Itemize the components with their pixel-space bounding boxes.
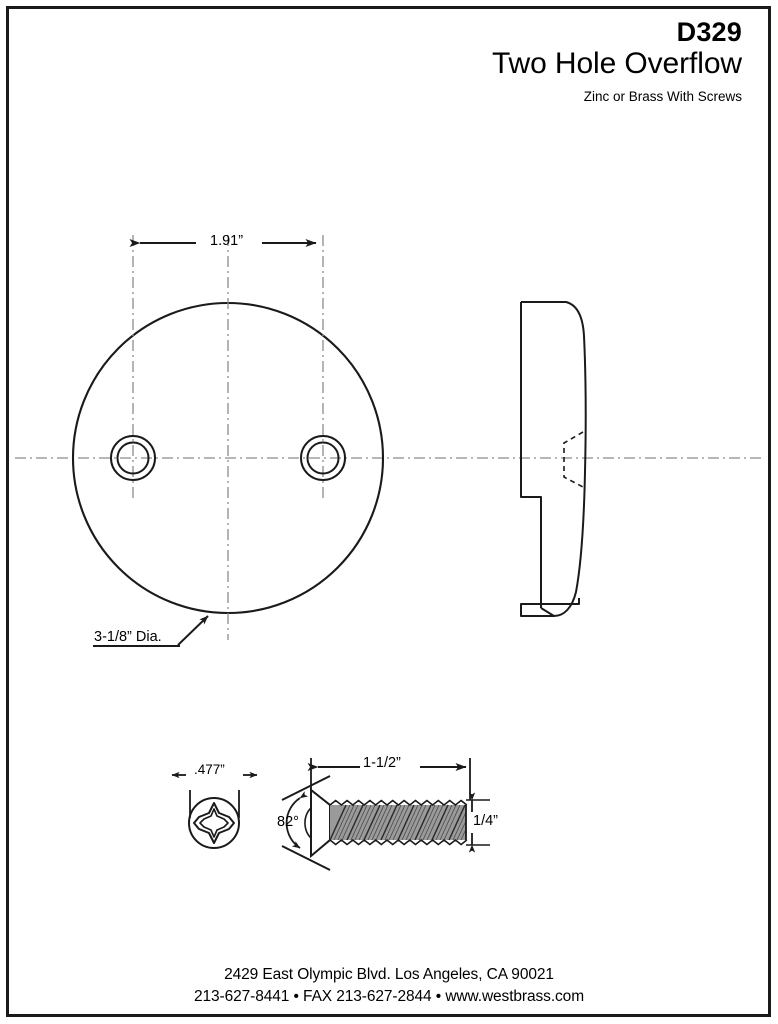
phillips-recess-inner (199, 808, 229, 838)
thread-crest-bottom (329, 838, 468, 846)
footer-block: 2429 East Olympic Blvd. Los Angeles, CA … (0, 964, 778, 1008)
leader-arrow (177, 615, 209, 646)
thread-crest-top (329, 799, 468, 807)
screw-head-angle-label: 82° (277, 814, 299, 830)
screw-head-diameter-label: .477” (194, 762, 225, 777)
right-hole-outer (300, 435, 346, 481)
product-subtitle: Zinc or Brass With Screws (583, 88, 742, 104)
side-profile-tail (540, 607, 555, 617)
right-hole-inner (306, 441, 340, 475)
screw-length-label: 1-1/2” (363, 755, 401, 771)
plate-diameter-leader (93, 615, 209, 647)
phillips-recess-outer (193, 802, 235, 844)
footer-contact: 213-627-8441 • FAX 213-627-2844 • www.we… (193, 988, 585, 1005)
screw-shaft-diameter-label: 1/4” (473, 813, 498, 829)
product-title: Two Hole Overflow (491, 47, 742, 81)
page-border (6, 6, 771, 1017)
product-code: D329 (676, 17, 742, 47)
hole-spacing-label: 1.91” (210, 233, 244, 249)
thread-hatching (329, 804, 466, 841)
countersunk-head (310, 787, 331, 859)
head-angle-arc (285, 791, 309, 849)
thread-fine-lines (333, 804, 467, 841)
side-profile-back-edge (520, 302, 542, 608)
overflow-plate-side-profile (520, 301, 587, 617)
left-hole-outer (110, 435, 156, 481)
title-block: D329 Two Hole Overflow Zinc or Brass Wit… (322, 17, 742, 105)
overflow-plate-front-view (71, 235, 385, 640)
screw-head-circle (188, 797, 240, 849)
head-angle-line-lower (281, 845, 331, 871)
plate-diameter-label: 3-1/8” Dia. (94, 629, 162, 645)
side-profile-hidden-hole (563, 431, 584, 488)
head-angle-line-upper (281, 775, 331, 801)
side-profile-outline (520, 301, 587, 617)
footer-address: 2429 East Olympic Blvd. Los Angeles, CA … (224, 966, 554, 983)
screw-side-view (281, 758, 490, 871)
screw-head-end-view (171, 771, 258, 849)
left-hole-inner (116, 441, 150, 475)
